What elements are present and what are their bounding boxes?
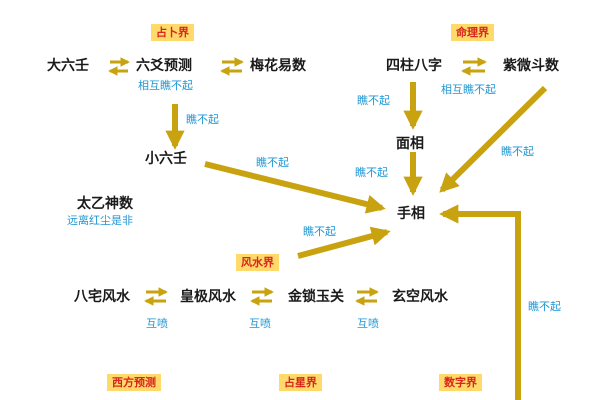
- node-da-liu-ren: 大六壬: [47, 58, 89, 74]
- arrow-xiaoliuren-to-shouxiang: [204, 161, 386, 214]
- label-sizhu-mutual: 相互瞧不起: [441, 83, 496, 96]
- label-jinsuo-xuankong: 互喷: [357, 317, 379, 330]
- label-liuyao-to-xiaoliuren: 瞧不起: [186, 113, 219, 126]
- node-mian-xiang: 面相: [396, 136, 424, 152]
- node-tai-yi: 太乙神数: [77, 196, 133, 212]
- node-xiao-liu-ren: 小六壬: [145, 151, 187, 167]
- label-xiaoliuren-to-shouxiang: 瞧不起: [256, 156, 289, 169]
- arrow-ziwei-to-shouxiang: [439, 85, 548, 193]
- node-xuan-kong: 玄空风水: [392, 289, 448, 305]
- label-liuyao-mutual: 相互瞧不起: [138, 79, 193, 92]
- label-sizhu-to-mianxiang: 瞧不起: [357, 94, 390, 107]
- label-fengshui-to-shouxiang: 瞧不起: [303, 225, 336, 238]
- arrow-pair-sizhu-ziwei: [461, 57, 487, 76]
- node-shou-xiang: 手相: [397, 206, 425, 222]
- arrow-pair-daliuren-liuyao: [108, 57, 130, 76]
- arrow-pair-liuyao-meihua: [220, 57, 244, 76]
- arrow-pair-bazhai-huangji: [144, 287, 168, 306]
- arrow-pair-huangji-jinsuo: [250, 287, 274, 306]
- node-zi-wei: 紫微斗数: [503, 58, 559, 74]
- label-huangji-jinsuo: 互喷: [249, 317, 271, 330]
- label-mianxiang-to-shouxiang: 瞧不起: [355, 166, 388, 179]
- category-destiny: 命理界: [451, 24, 494, 41]
- category-numerology: 数字界: [439, 374, 482, 391]
- node-huang-ji: 皇极风水: [180, 289, 236, 305]
- node-si-zhu: 四柱八字: [386, 58, 442, 74]
- arrow-pair-jinsuo-xuankong: [355, 287, 379, 306]
- category-western: 西方预测: [107, 374, 161, 391]
- node-jin-suo: 金锁玉关: [288, 289, 344, 305]
- node-mei-hua: 梅花易数: [250, 58, 306, 74]
- category-divination: 占卜界: [151, 24, 194, 41]
- node-ba-zhai: 八宅风水: [74, 289, 130, 305]
- arrow-fengshui-to-shouxiang: [297, 226, 391, 259]
- category-fengshui: 风水界: [236, 254, 279, 271]
- node-liu-yao: 六爻预测: [136, 58, 192, 74]
- label-taiyi-note: 远离红尘是非: [67, 214, 133, 227]
- label-bazhai-huangji: 互喷: [146, 317, 168, 330]
- arrow-numerology-to-shouxiang: [439, 204, 521, 400]
- label-numerology-to-shouxiang: 瞧不起: [528, 300, 561, 313]
- label-ziwei-to-shouxiang: 瞧不起: [501, 145, 534, 158]
- category-astrology: 占星界: [279, 374, 322, 391]
